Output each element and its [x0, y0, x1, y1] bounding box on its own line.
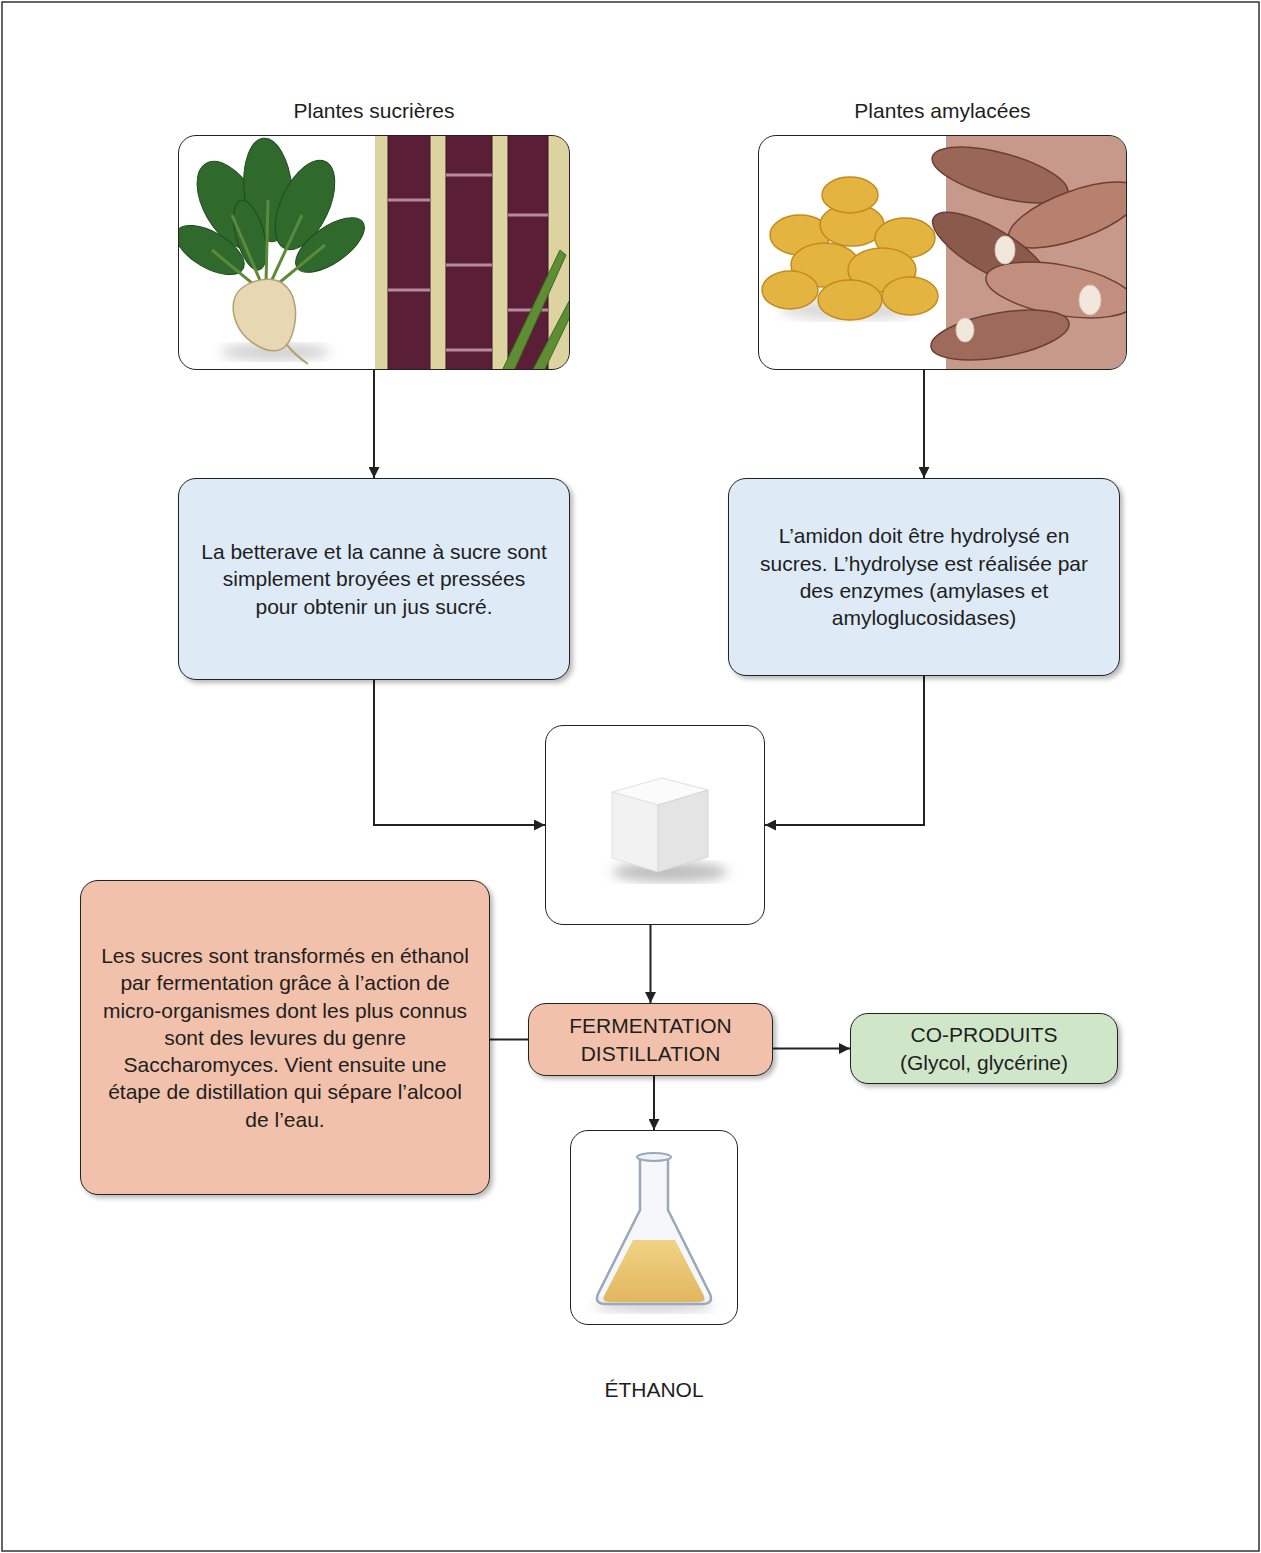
sugar-plants-picture: [179, 136, 569, 369]
connector: [765, 676, 924, 825]
starch-plants-picture-part-part: [956, 318, 974, 342]
sugar-plants-picture-part-part: [508, 214, 548, 217]
group-heading: Plantes amylacées: [719, 97, 1166, 124]
starch-plants-picture-part-part: [927, 301, 1073, 369]
starch-plants-picture-part: [923, 136, 1126, 369]
sugar-plants-picture-part: [500, 250, 569, 369]
sugar-plants-picture-part-part: [446, 349, 492, 352]
product-label: ÉTHANOL: [531, 1376, 777, 1403]
process-box: La betterave et la canne à sucre sont si…: [178, 478, 570, 680]
sugar-plants-frame: Plantes sucrières: [178, 135, 570, 370]
sugar-plants-picture-part-part: [446, 264, 492, 267]
sugar-plants-picture-part-part: [388, 199, 430, 202]
box-text: La betterave et la canne à sucre sont si…: [199, 538, 549, 620]
starch-plants-picture-part: [762, 177, 938, 320]
process-box: L’amidon doit être hydrolysé en sucres. …: [728, 478, 1120, 676]
sugar-plants-picture-part-part: [270, 215, 302, 284]
starch-plants-picture: [759, 136, 1126, 369]
starch-plants-picture-part-part: [995, 236, 1015, 264]
connector: [653, 1076, 655, 1130]
sugar-cube-picture: [612, 778, 728, 882]
box-text: L’amidon doit être hydrolysé en sucres. …: [749, 522, 1099, 631]
flask-picture-part: [597, 1158, 711, 1304]
starch-plants-picture-part-part: [818, 280, 882, 320]
sugar-plants-picture-part-part: [446, 136, 492, 369]
starch-plants-picture-part-part: [1079, 285, 1101, 315]
starch-plants-picture-part: [759, 136, 946, 369]
connector: [923, 370, 925, 478]
connector: [773, 1048, 850, 1050]
output-box: CO-PRODUITS (Glycol, glycérine): [850, 1013, 1118, 1084]
sugar-plants-picture-part-part: [388, 289, 430, 292]
starch-plants-picture-part-part: [882, 277, 938, 315]
sugar-plants-picture-part: [286, 344, 308, 364]
sugar-plants-picture-part-part: [446, 174, 492, 177]
sugar-plants-picture-part: [179, 136, 373, 284]
group-heading: Plantes sucrières: [139, 97, 609, 124]
sugar-plants-picture-part: [212, 200, 325, 288]
sugar-box: [545, 725, 765, 925]
starch-plants-frame: Plantes amylacées: [758, 135, 1127, 370]
flask-picture: [594, 1153, 714, 1312]
sugar-plants-picture-part-part: [274, 245, 325, 287]
sugar-plants-picture-part-part: [266, 200, 268, 283]
sugar-cube-picture-part: [612, 792, 658, 872]
illustration-part: [178, 135, 570, 370]
flask-picture-part: [637, 1153, 671, 1161]
product-frame: ÉTHANOL: [570, 1130, 738, 1325]
note-box: Les sucres sont transformés en éthanol p…: [80, 880, 490, 1195]
sugar-plants-picture-part: [233, 279, 295, 350]
sugar-cube-picture-part: [658, 790, 708, 872]
box-text: FERMENTATION DISTILLATION: [538, 1012, 763, 1067]
starch-plants-picture-part-part: [822, 177, 878, 213]
connector: [650, 925, 652, 1003]
connector: [490, 1039, 528, 1041]
sugar-plants-picture-part-part: [388, 136, 430, 369]
connector: [373, 370, 375, 478]
box-text: Les sucres sont transformés en éthanol p…: [98, 942, 473, 1133]
starch-plants-picture-part-part: [762, 271, 818, 309]
sugar-plants-picture-part-part: [530, 290, 569, 369]
starch-plants-picture-part: [956, 236, 1101, 342]
box-text: CO-PRODUITS (Glycol, glycérine): [889, 1021, 1079, 1076]
process-box: FERMENTATION DISTILLATION: [528, 1003, 773, 1076]
sugar-plants-picture-part: [388, 175, 548, 350]
sugar-plants-picture-part-part: [500, 250, 566, 369]
sugar-plants-picture-part-part: [232, 215, 262, 285]
connector: [374, 680, 545, 825]
